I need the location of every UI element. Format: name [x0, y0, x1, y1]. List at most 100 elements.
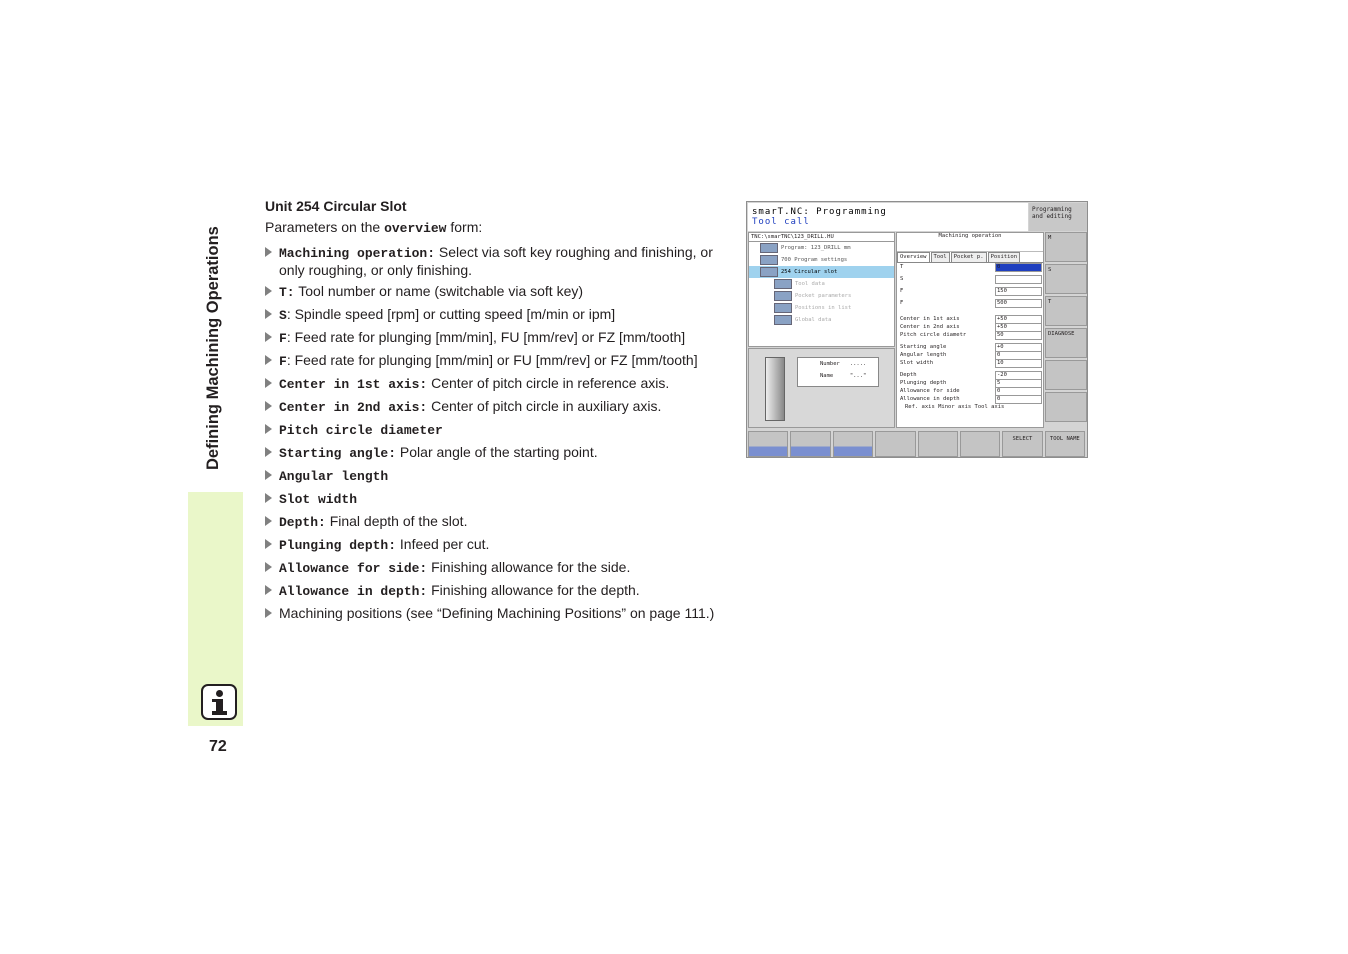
right-softkey[interactable]: M	[1045, 232, 1087, 262]
right-softkey[interactable]: S	[1045, 264, 1087, 294]
field-label: Allowance for side	[900, 388, 960, 394]
tree-item-label: 700 Program settings	[781, 257, 848, 263]
parameter-item: Angular length	[265, 467, 725, 485]
form-tab[interactable]: Overview	[897, 252, 930, 262]
bottom-softkey[interactable]	[790, 431, 831, 457]
parameter-description: Finishing allowance for the side.	[427, 559, 631, 575]
parameter-item: Allowance for side: Finishing allowance …	[265, 559, 725, 577]
parameter-description: : Feed rate for plunging [mm/min], FU [m…	[286, 329, 686, 345]
tree-item[interactable]: 700 Program settings	[749, 254, 894, 266]
right-softkey[interactable]: DIAGNOSE	[1045, 328, 1087, 358]
field-label: Starting angle	[900, 344, 947, 350]
bottom-softkey[interactable]	[748, 431, 789, 457]
field-value[interactable]: 10	[995, 359, 1042, 368]
bottom-softkey[interactable]	[917, 431, 958, 457]
bottom-softkey[interactable]	[959, 431, 1001, 457]
field-label: F	[900, 288, 904, 294]
bottom-softkey[interactable]	[875, 431, 916, 457]
bullet-triangle-icon	[265, 447, 272, 457]
mode-label: Programming and editing	[1029, 203, 1087, 231]
parameter-term: Allowance for side:	[279, 561, 428, 576]
bullet-triangle-icon	[265, 286, 272, 296]
intro-text: Parameters on the overview form:	[265, 219, 483, 236]
tree-item[interactable]: Positions in list	[749, 302, 894, 314]
parameter-term: Slot width	[279, 492, 358, 507]
tree-node-icon	[760, 266, 778, 277]
tree-node-icon	[760, 242, 778, 253]
right-softkey[interactable]	[1045, 392, 1087, 422]
parameter-item: F: Feed rate for plunging [mm/min] or FU…	[265, 352, 725, 370]
parameter-item: F: Feed rate for plunging [mm/min], FU […	[265, 329, 725, 347]
field-value[interactable]: 0	[995, 263, 1042, 272]
parameter-term: F	[279, 354, 287, 369]
right-softkey[interactable]	[1045, 360, 1087, 390]
tree-item[interactable]: Pocket parameters	[749, 290, 894, 302]
tree-node-icon	[774, 314, 792, 325]
tool-preview: Number ..... Name "..."	[748, 348, 895, 428]
form-tab[interactable]: Pocket p.	[950, 252, 987, 262]
tree-item[interactable]: Global data	[749, 314, 894, 326]
tree-item[interactable]: Program: 123_DRILL mm	[749, 242, 894, 254]
parameter-item: Machining operation: Select via soft key…	[265, 244, 725, 278]
form-tab[interactable]: Position	[987, 252, 1021, 262]
field-label: Angular length	[900, 352, 947, 358]
form-field: Depth-20	[897, 371, 1043, 380]
bullet-triangle-icon	[265, 247, 272, 257]
parameter-term: Center in 1st axis:	[279, 377, 428, 392]
field-label: S	[900, 276, 904, 282]
tree-item-label: 254 Circular slot	[781, 269, 838, 275]
tree-node-icon	[760, 254, 778, 265]
tree-item[interactable]: 254 Circular slot	[749, 266, 894, 278]
parameter-list: Machining operation: Select via soft key…	[265, 244, 725, 626]
bullet-triangle-icon	[265, 516, 272, 526]
tool-info: Number ..... Name "..."	[797, 357, 879, 387]
field-value[interactable]: 150	[995, 287, 1042, 296]
parameter-description: : Spindle speed [rpm] or cutting speed […	[286, 306, 616, 322]
parameter-term: Allowance in depth:	[279, 584, 428, 599]
right-softkey[interactable]: T	[1045, 296, 1087, 326]
field-label: Center in 2nd axis	[900, 324, 960, 330]
parameter-description: Finishing allowance for the depth.	[427, 582, 640, 598]
bottom-softkey[interactable]	[832, 431, 874, 457]
field-value[interactable]: 500	[995, 299, 1042, 308]
parameter-term: Center in 2nd axis:	[279, 400, 428, 415]
field-value[interactable]: 0	[995, 395, 1042, 404]
form-field: Center in 1st axis+50	[897, 315, 1043, 324]
tree-item[interactable]: Tool data	[749, 278, 894, 290]
bullet-triangle-icon	[265, 424, 272, 434]
form-tab[interactable]: Tool	[930, 252, 950, 262]
bullet-triangle-icon	[265, 470, 272, 480]
tree-node-icon	[774, 302, 792, 313]
parameter-item: S: Spindle speed [rpm] or cutting speed …	[265, 306, 725, 324]
form-field: Pitch circle diametr 50	[897, 331, 1043, 340]
form-field: Center in 2nd axis+50	[897, 323, 1043, 332]
bullet-triangle-icon	[265, 539, 272, 549]
tree-item-label: Tool data	[795, 281, 825, 287]
parameter-description: Infeed per cut.	[396, 536, 490, 552]
parameter-term: Pitch circle diameter	[279, 423, 443, 438]
parameter-description: Tool number or name (switchable via soft…	[294, 283, 584, 299]
bottom-softkey[interactable]: TOOL NAME	[1044, 431, 1085, 457]
chapter-title: Defining Machining Operations	[204, 226, 222, 470]
bullet-triangle-icon	[265, 332, 272, 342]
field-value[interactable]	[995, 275, 1042, 284]
field-label: Center in 1st axis	[900, 316, 960, 322]
section-title: Unit 254 Circular Slot	[265, 198, 407, 214]
form-field: S	[897, 275, 1043, 287]
program-tree: TNC:\smarTNC\123_DRILL.HU Program: 123_D…	[748, 232, 895, 347]
program-path: TNC:\smarTNC\123_DRILL.HU	[749, 233, 894, 242]
parameter-item: Center in 1st axis: Center of pitch circ…	[265, 375, 725, 393]
op-label: Machining operation	[897, 233, 1043, 252]
parameter-term: Angular length	[279, 469, 389, 484]
parameter-term: Plunging depth:	[279, 538, 397, 553]
bottom-softkey[interactable]: SELECT	[1002, 431, 1043, 457]
bullet-triangle-icon	[265, 401, 272, 411]
field-label: Pitch circle diametr	[900, 332, 967, 338]
field-value[interactable]: 50	[995, 331, 1042, 340]
parameter-term: S	[279, 308, 287, 323]
tree-node-icon	[774, 290, 792, 301]
